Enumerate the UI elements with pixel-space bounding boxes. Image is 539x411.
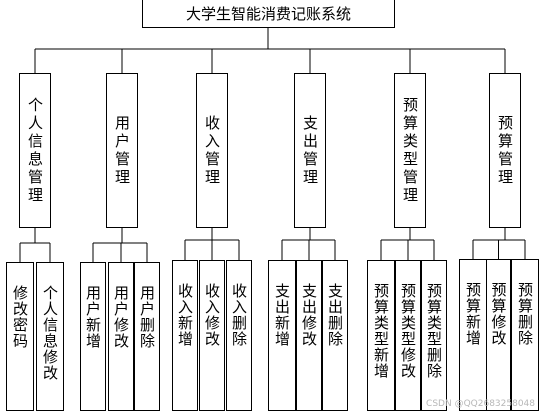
module-label: 个人信息管理 bbox=[26, 96, 44, 205]
leaf-box: 用户新增 bbox=[80, 262, 106, 411]
leaf-label: 预算新增 bbox=[464, 282, 482, 346]
leaf-label: 预算修改 bbox=[489, 282, 508, 346]
module-box: 收入管理 bbox=[196, 73, 228, 228]
leaf-label: 用户删除 bbox=[138, 285, 156, 349]
leaf-label: 预算类型删除 bbox=[425, 283, 443, 379]
leaf-label: 预算类型新增 bbox=[372, 283, 390, 379]
module-label: 预算管理 bbox=[496, 114, 514, 187]
leaf-box: 预算类型删除 bbox=[421, 260, 447, 411]
leaf-box: 支出修改 bbox=[296, 260, 322, 411]
leaf-label: 支出删除 bbox=[326, 283, 344, 347]
leaf-box: 预算新增 bbox=[459, 259, 487, 411]
leaf-box: 收入修改 bbox=[199, 260, 225, 411]
leaf-label: 支出新增 bbox=[273, 283, 291, 347]
leaf-label: 支出修改 bbox=[300, 283, 318, 347]
module-label: 预算类型管理 bbox=[401, 96, 419, 205]
module-box: 支出管理 bbox=[294, 73, 326, 228]
leaf-box: 预算类型新增 bbox=[367, 260, 395, 411]
leaf-box: 用户删除 bbox=[134, 262, 160, 411]
leaf-box: 支出新增 bbox=[268, 260, 296, 411]
module-box: 预算类型管理 bbox=[394, 73, 426, 228]
leaf-label: 收入新增 bbox=[176, 283, 194, 347]
leaf-label: 用户新增 bbox=[84, 285, 102, 349]
leaf-label: 收入删除 bbox=[230, 283, 248, 347]
leaf-box: 支出删除 bbox=[322, 260, 348, 411]
module-label: 支出管理 bbox=[301, 114, 319, 187]
leaf-box: 预算删除 bbox=[511, 259, 539, 411]
module-label: 用户管理 bbox=[113, 114, 131, 187]
leaf-box: 用户修改 bbox=[108, 262, 134, 411]
module-box: 用户管理 bbox=[106, 73, 138, 228]
root-box: 大学生智能消费记账系统 bbox=[142, 0, 395, 28]
leaf-label: 预算删除 bbox=[516, 282, 534, 346]
leaf-box: 预算修改 bbox=[486, 259, 511, 411]
leaf-label: 用户修改 bbox=[112, 285, 130, 349]
leaf-label: 修改密码 bbox=[11, 285, 29, 349]
leaf-box: 预算类型修改 bbox=[395, 260, 421, 411]
root-title: 大学生智能消费记账系统 bbox=[185, 5, 351, 23]
leaf-label: 预算类型修改 bbox=[399, 283, 417, 379]
leaf-box: 收入新增 bbox=[172, 260, 198, 411]
leaf-label: 个人信息修改 bbox=[41, 285, 59, 381]
module-label: 收入管理 bbox=[203, 114, 221, 187]
module-box: 个人信息管理 bbox=[19, 73, 51, 228]
leaf-label: 收入修改 bbox=[203, 283, 221, 347]
leaf-box: 修改密码 bbox=[6, 262, 34, 411]
leaf-box: 收入删除 bbox=[226, 260, 252, 411]
module-box: 预算管理 bbox=[489, 73, 521, 228]
leaf-box: 个人信息修改 bbox=[36, 262, 64, 411]
watermark: CSDN @QQ2683258048 bbox=[426, 399, 535, 409]
